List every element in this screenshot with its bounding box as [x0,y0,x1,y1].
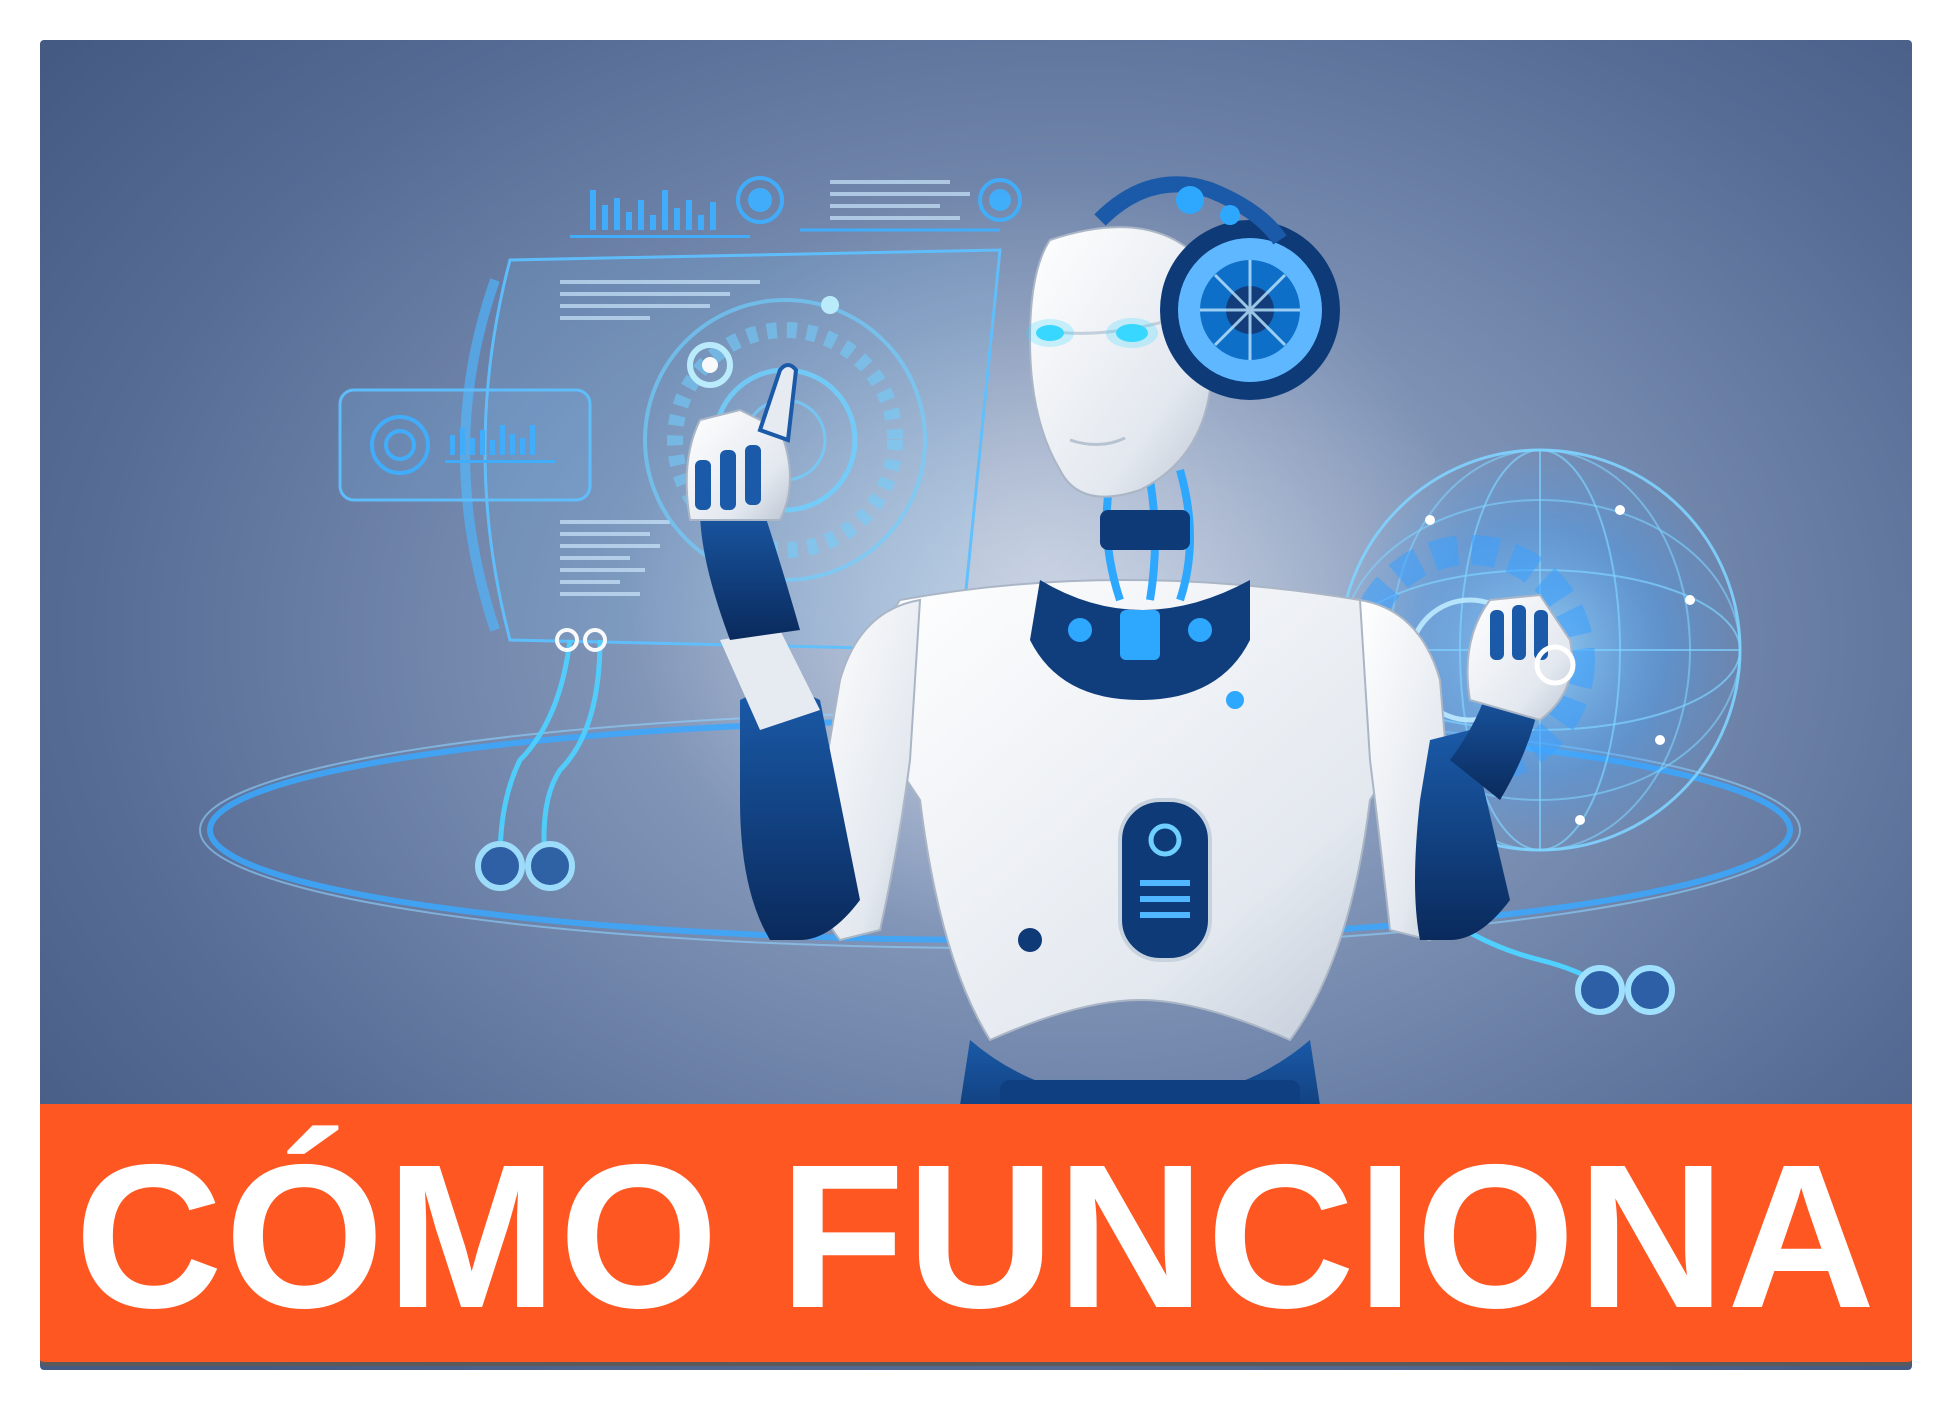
hologram-panel-left [338,176,1022,891]
hologram-gauge-icon [736,176,1022,224]
banner-title: CÓMO FUNCIONA [74,1121,1878,1351]
hologram-chart-icon [570,190,750,238]
title-banner: CÓMO FUNCIONA [40,1104,1912,1366]
